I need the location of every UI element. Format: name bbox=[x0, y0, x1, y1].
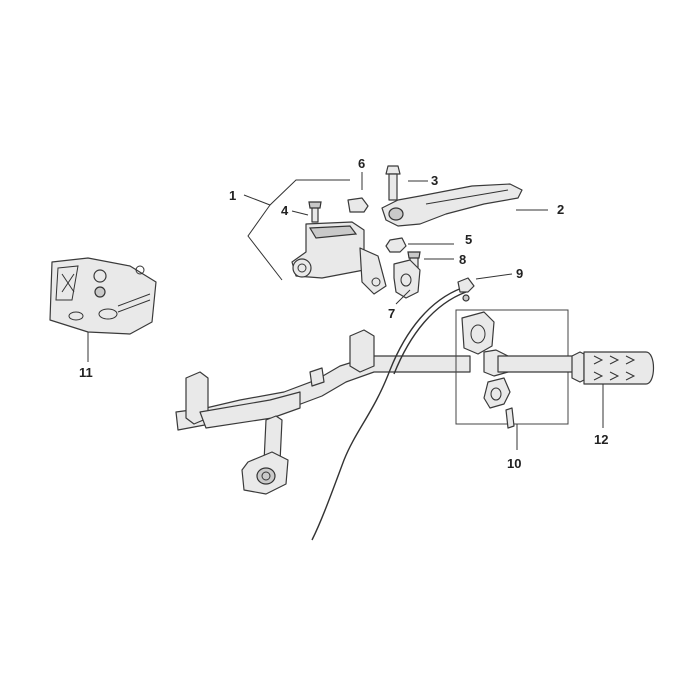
part-nut-5 bbox=[385, 237, 407, 253]
part-grip bbox=[571, 351, 655, 385]
callout-8: 8 bbox=[459, 252, 466, 267]
leader-lines bbox=[87, 172, 604, 450]
part-brake-lever bbox=[381, 183, 523, 227]
part-throttle-housing bbox=[461, 311, 579, 429]
part-cable-end-9 bbox=[457, 277, 475, 302]
callout-12: 12 bbox=[594, 432, 608, 447]
part-pivot-bolt-3 bbox=[385, 165, 401, 201]
part-handlebar-frame bbox=[175, 329, 471, 495]
callout-1: 1 bbox=[229, 188, 236, 203]
part-master-cylinder bbox=[291, 221, 387, 295]
callout-6: 6 bbox=[358, 156, 365, 171]
callout-5: 5 bbox=[465, 232, 472, 247]
part-clamp-7 bbox=[393, 259, 421, 299]
part-cap-6 bbox=[347, 197, 369, 213]
part-switch-housing bbox=[49, 257, 157, 335]
callout-3: 3 bbox=[431, 173, 438, 188]
part-screw-4 bbox=[308, 201, 322, 223]
callout-2: 2 bbox=[557, 202, 564, 217]
part-brake-cable bbox=[311, 287, 467, 541]
callout-9: 9 bbox=[516, 266, 523, 281]
callout-4: 4 bbox=[281, 203, 289, 218]
callout-11: 11 bbox=[79, 365, 93, 380]
callout-10: 10 bbox=[507, 456, 521, 471]
callout-7: 7 bbox=[388, 306, 395, 321]
